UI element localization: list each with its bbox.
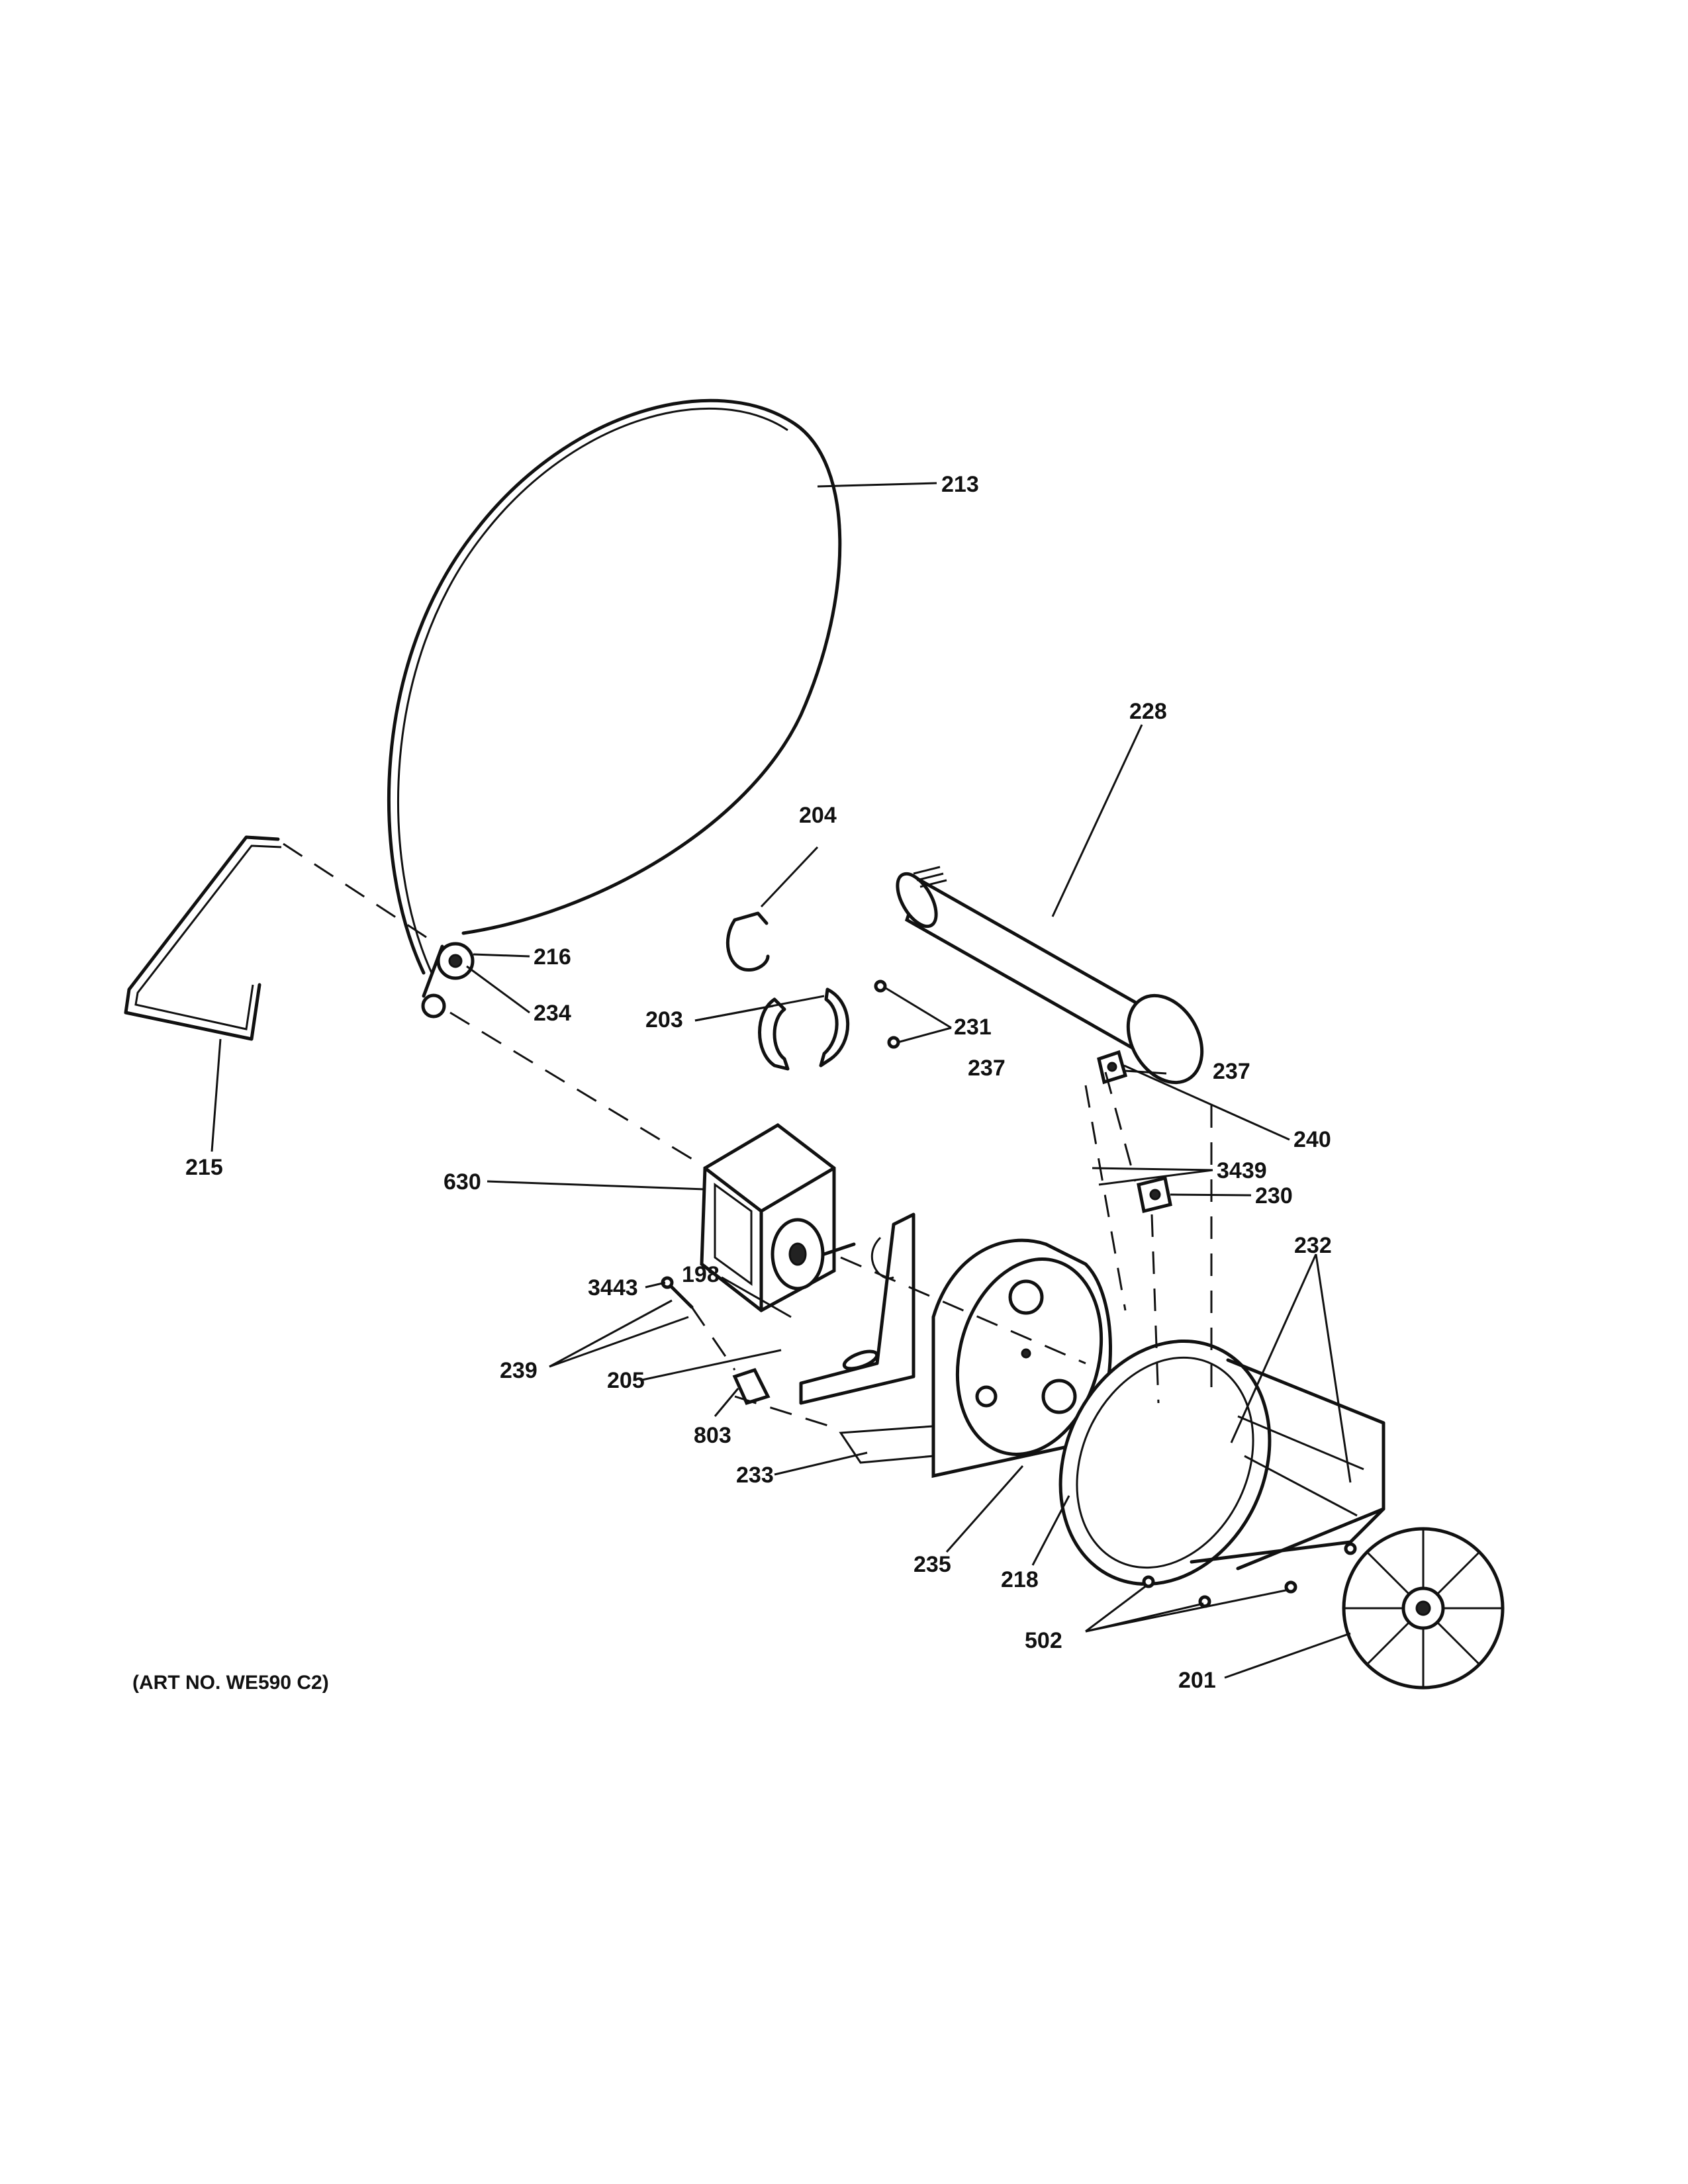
callout-630: 630 [444,1169,481,1195]
callout-233: 233 [736,1463,774,1488]
callout-213: 213 [941,472,979,497]
callout-237-right: 237 [1213,1059,1250,1084]
blower-duct [1058,1340,1385,1586]
callout-502: 502 [1025,1628,1062,1653]
callout-201: 201 [1178,1668,1216,1693]
callout-218: 218 [1001,1567,1039,1592]
drum-belt [387,398,842,975]
screws-502 [1142,1542,1357,1608]
switch-803 [732,1367,771,1406]
callout-216: 216 [534,944,571,970]
belt-clip [726,911,770,972]
thermostat-240 [1097,1050,1128,1085]
callout-803: 803 [694,1423,731,1448]
lint-duct [896,866,1204,1085]
bracket-230 [1137,1175,1172,1214]
callout-239: 239 [500,1358,538,1383]
callout-232: 232 [1294,1233,1332,1258]
callout-234: 234 [534,1001,571,1026]
callout-235: 235 [914,1552,951,1577]
motor-clamps [758,979,900,1071]
drive-motor [700,1122,856,1312]
screw-3443 [661,1276,694,1309]
callout-204: 204 [799,803,837,828]
blower-wheel [1342,1527,1505,1690]
callout-labels: 213 228 204 216 234 203 231 237 237 240 … [185,472,1332,1693]
alignment-lines [283,842,1213,1431]
callout-3439: 3439 [1217,1158,1267,1183]
callout-203: 203 [645,1007,683,1032]
idler-arm [124,835,282,1041]
callout-198: 198 [682,1262,720,1287]
art-number: (ART NO. WE590 C2) [132,1672,329,1694]
callout-3443: 3443 [588,1275,638,1300]
callout-231: 231 [954,1015,992,1040]
leader-lines [211,482,1352,1679]
callout-215: 215 [185,1155,223,1180]
callout-228: 228 [1129,699,1167,724]
callout-230: 230 [1255,1183,1293,1208]
motor-bracket [799,1212,915,1405]
callout-240: 240 [1293,1127,1331,1152]
idler-pulley [421,942,475,1019]
callout-205: 205 [607,1368,645,1393]
callout-237-left: 237 [968,1056,1006,1081]
